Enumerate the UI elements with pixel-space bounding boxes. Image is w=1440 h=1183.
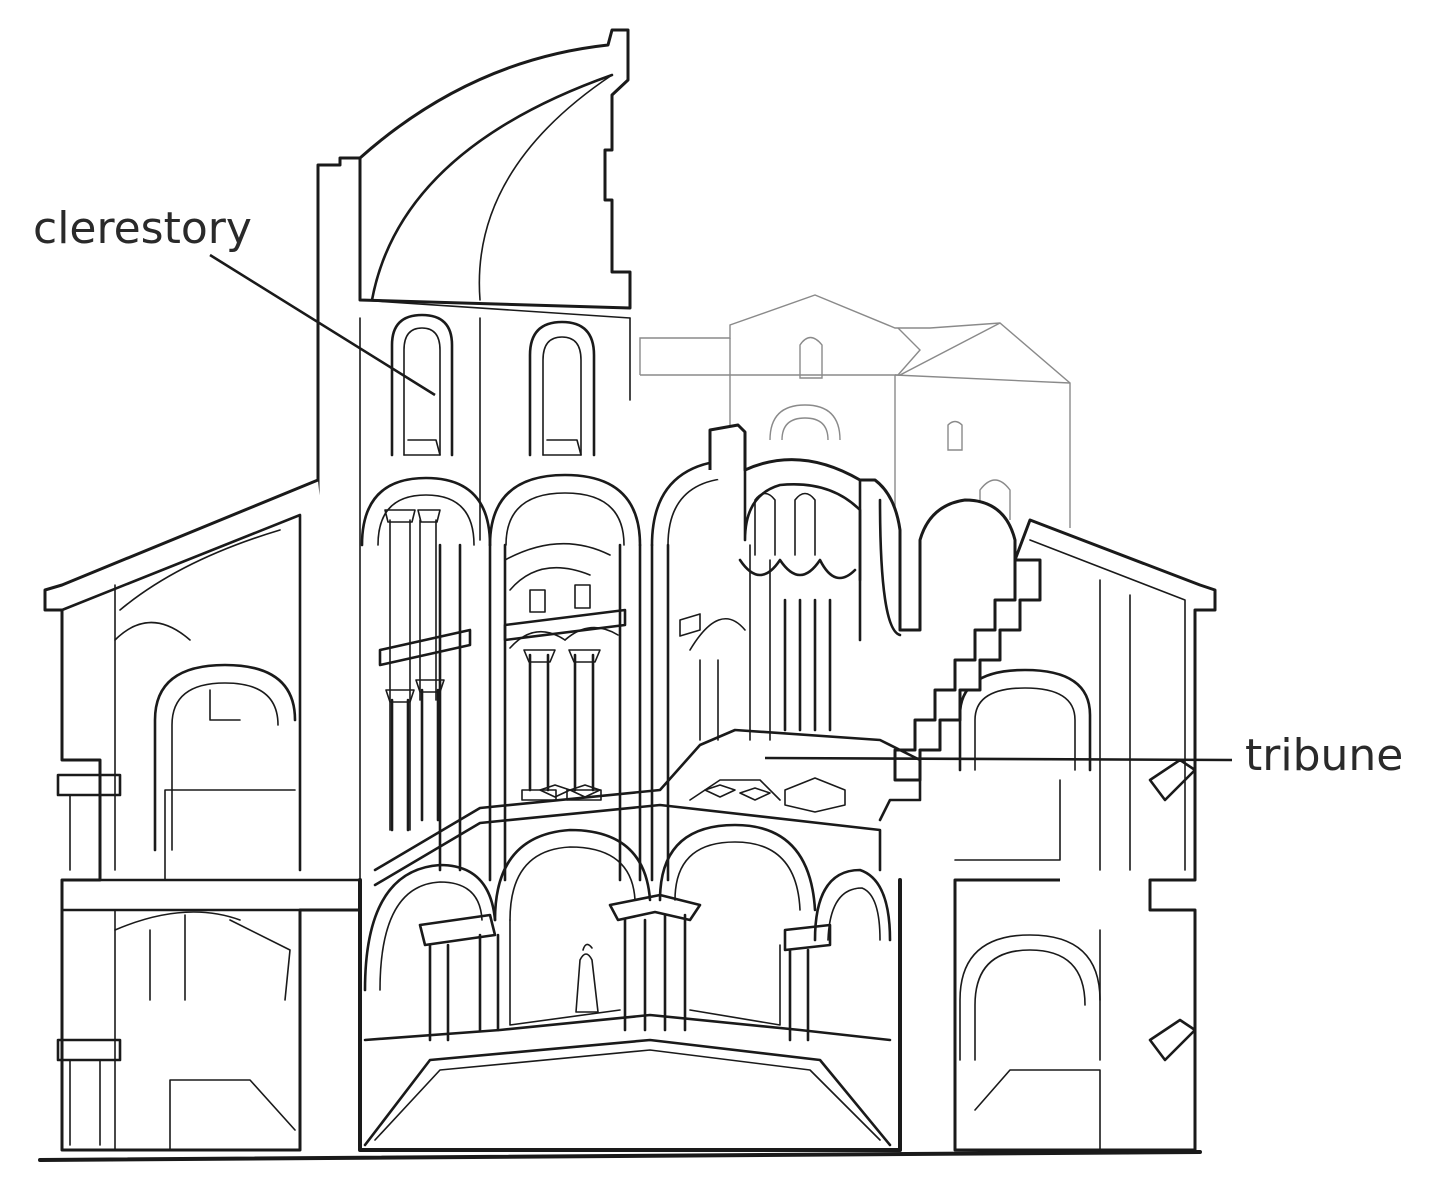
crypt-base [38,878,1202,1162]
background-buildings [639,294,1071,528]
nave-lower-arcade [363,823,892,1042]
label-clerestory: clerestory [33,203,436,397]
apse-arcade [679,423,1217,1152]
clerestory-label: clerestory [33,203,252,254]
tribune-label: tribune [1245,730,1403,781]
clerestory-leader-line [209,253,436,397]
tribune-floor [373,728,922,887]
tribune-leader-line [764,756,1233,762]
label-tribune: tribune [764,730,1403,781]
left-aisle [43,478,362,1152]
clerestory-windows [390,313,596,457]
nave-upper-arcade [360,458,732,882]
tribune-colonnettes [378,584,627,832]
dome-section [316,28,632,881]
